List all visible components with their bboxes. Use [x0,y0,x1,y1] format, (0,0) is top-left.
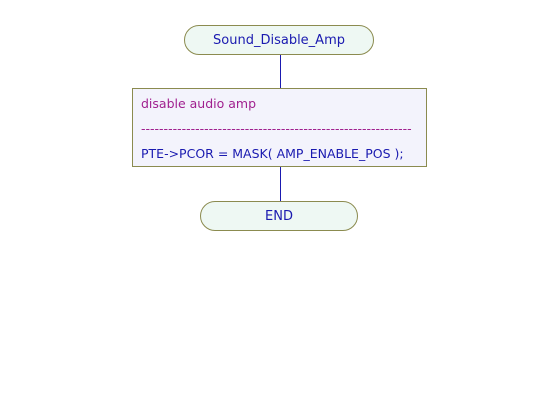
end-terminator[interactable]: END [200,201,358,231]
connector-line [280,55,281,88]
connector-line [280,167,281,201]
end-label: END [265,208,293,224]
process-block[interactable]: disable audio amp ----------------------… [132,88,427,167]
comment-separator: ----------------------------------------… [141,121,412,136]
start-label: Sound_Disable_Amp [213,32,345,48]
start-terminator[interactable]: Sound_Disable_Amp [184,25,374,55]
process-comment: disable audio amp [141,96,257,111]
process-code: PTE->PCOR = MASK( AMP_ENABLE_POS ); [141,146,404,161]
